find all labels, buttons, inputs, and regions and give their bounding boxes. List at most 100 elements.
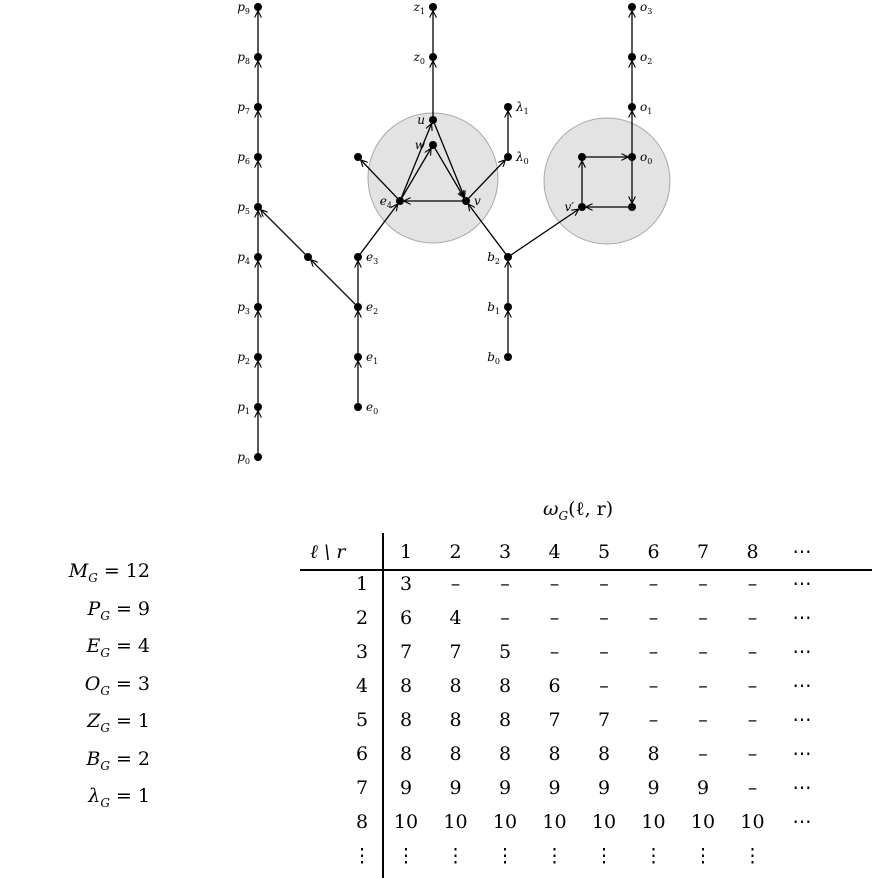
node-e4 [396, 197, 404, 205]
stat-symbol: Z [87, 710, 101, 732]
row-label: 7 [355, 777, 369, 799]
table-title: ωG(ℓ, r) [543, 498, 613, 523]
edge-e3-to-e4 [359, 205, 397, 255]
table-cell: – [599, 573, 609, 595]
node-e0 [354, 403, 362, 411]
table-cell: 10 [740, 811, 765, 833]
node-label-b0: b0 [487, 350, 500, 366]
table-cell: ⋮ [396, 845, 416, 867]
node-label-p8: p8 [237, 50, 250, 66]
table-cell: – [549, 573, 560, 595]
table-cell: – [747, 675, 758, 697]
node-lam0 [504, 153, 512, 161]
table-cell: – [698, 641, 708, 663]
table-cell: – [599, 675, 609, 697]
stat-2: EG = 4 [86, 635, 150, 660]
node-e2 [354, 303, 362, 311]
table-cell: 8 [449, 743, 462, 765]
stat-6: λG = 1 [88, 785, 150, 810]
table-cell: 8 [597, 743, 611, 765]
omega-arguments: (ℓ, r) [568, 498, 614, 520]
node-p9 [254, 3, 262, 11]
table-cell: 7 [597, 709, 611, 731]
table-cell: – [549, 607, 560, 629]
node-p4 [254, 253, 262, 261]
highlight-region-c2 [543, 117, 671, 245]
table-cell: 8 [647, 743, 660, 765]
node-e3 [354, 253, 362, 261]
node-label-b2: b2 [487, 250, 500, 266]
table-cell: 8 [449, 709, 462, 731]
table-cell: 9 [696, 777, 710, 799]
table-cell: 7 [399, 641, 413, 663]
table-cell: – [747, 777, 758, 799]
column-header: 3 [498, 541, 512, 563]
stat-5: BG = 2 [86, 748, 150, 773]
node-label-p5: p5 [237, 200, 250, 216]
table-cell: 8 [399, 743, 413, 765]
node-s2 [628, 203, 636, 211]
edge-e4-to-w [401, 149, 431, 198]
stat-subscript: G [100, 758, 110, 773]
table-cell: – [599, 641, 609, 663]
node-p1 [254, 403, 262, 411]
table-cell: 8 [399, 709, 413, 731]
node-o1 [628, 103, 636, 111]
stat-0: MG = 12 [69, 560, 150, 585]
table-cell: 5 [498, 641, 512, 663]
node-u [429, 116, 437, 124]
stat-symbol: B [86, 747, 101, 770]
node-label-o0: o0 [640, 150, 652, 166]
node-p3 [254, 303, 262, 311]
table-cell: – [698, 607, 708, 629]
table-cell: – [747, 641, 758, 663]
edge-m1-to-p5 [261, 210, 306, 255]
stat-3: OG = 3 [85, 673, 150, 698]
table-cell: – [450, 573, 461, 595]
table-header-rule [300, 569, 872, 571]
table-cell: 10 [393, 811, 419, 833]
node-z1 [429, 3, 437, 11]
stat-symbol: λ [88, 785, 101, 807]
column-header: 6 [647, 541, 660, 563]
table-cell: 7 [449, 641, 462, 663]
table-cell: – [698, 743, 708, 765]
node-label-o3: o3 [640, 0, 652, 16]
table-cell: ⋮ [545, 845, 564, 867]
edge-e2-to-m1 [311, 260, 356, 305]
node-label-e0: e0 [366, 400, 378, 416]
table-cell: 9 [647, 777, 660, 799]
table-cell: 8 [498, 743, 512, 765]
node-label-p0: p0 [237, 450, 250, 466]
table-cell: ⋯ [792, 573, 812, 595]
node-w [429, 141, 437, 149]
edge-b2-to-vp [510, 210, 578, 256]
table-cell: ⋯ [792, 607, 812, 629]
stat-4: ZG = 1 [87, 710, 150, 735]
node-label-lam0: λ0 [515, 150, 529, 166]
table-cell: – [747, 709, 758, 731]
table-cell: ⋯ [792, 811, 812, 833]
node-label-p1: p1 [237, 400, 250, 416]
table-cell: – [500, 573, 510, 595]
column-header: 7 [696, 541, 710, 563]
node-label-b1: b1 [487, 300, 500, 316]
highlight-region-c1 [367, 112, 499, 244]
node-label-e3: e3 [366, 250, 378, 266]
column-header: ⋯ [792, 541, 812, 563]
table-cell: 3 [399, 573, 413, 595]
table-cell: – [648, 675, 659, 697]
node-p2 [254, 353, 262, 361]
table-cell: 8 [498, 675, 512, 697]
table-cell: 10 [492, 811, 518, 833]
node-label-z1: z1 [413, 0, 425, 16]
node-label-o1: o1 [640, 100, 652, 116]
table-cell: 8 [399, 675, 413, 697]
table-cell: ⋯ [792, 675, 812, 697]
column-header: 2 [449, 541, 462, 563]
node-o2 [628, 53, 636, 61]
omega-subscript: G [558, 508, 569, 523]
stat-subscript: G [100, 683, 110, 698]
column-header: 8 [746, 541, 759, 563]
